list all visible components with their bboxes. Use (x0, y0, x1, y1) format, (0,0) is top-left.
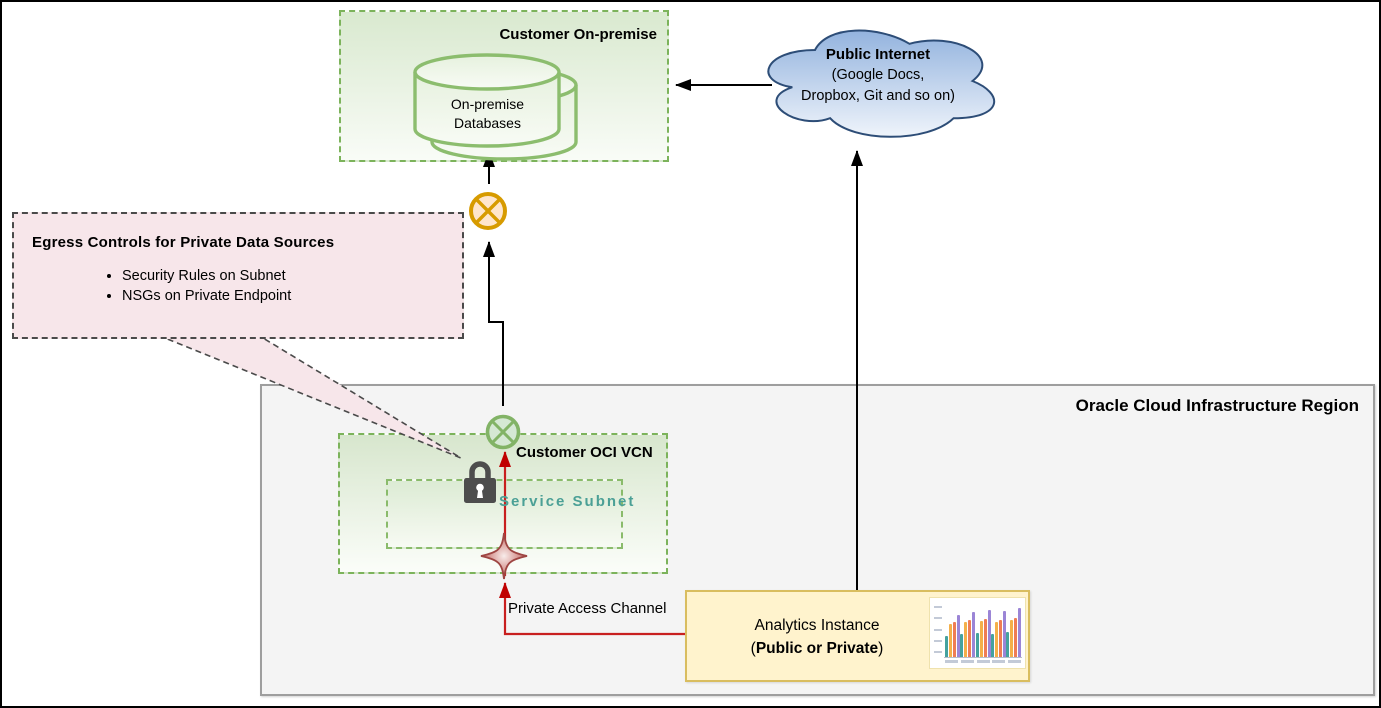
database-label: On-premise Databases (450, 96, 525, 131)
lock-icon (464, 461, 496, 503)
database-front-cylinder (413, 53, 561, 148)
oci-region-title: Oracle Cloud Infrastructure Region (1075, 396, 1359, 415)
vcn-to-egress-arrow (483, 241, 504, 406)
customer-on-premise-title: Customer On-premise (499, 26, 657, 43)
egress-controls-list: Security Rules on Subnet NSGs on Private… (32, 266, 444, 306)
private-endpoint-star-icon (480, 532, 528, 580)
database-icon (413, 53, 578, 161)
public-internet-cloud-shape (767, 29, 996, 138)
egress-controls-callout: Egress Controls for Private Data Sources… (12, 212, 464, 339)
private-access-channel-label: Private Access Channel (508, 600, 667, 617)
chart-y-axis (933, 604, 944, 663)
analytics-subtitle-bold: Public or Private (755, 640, 879, 657)
analytics-subtitle: (Public or Private) (750, 640, 884, 657)
egress-controls-title: Egress Controls for Private Data Sources (32, 234, 335, 251)
public-internet-title: Public Internet (825, 46, 931, 63)
vcn-gateway-icon (485, 414, 521, 450)
callout-pointer-tail (164, 337, 462, 459)
bar-chart-thumbnail (929, 597, 1026, 669)
analytics-title: Analytics Instance (754, 617, 880, 634)
public-internet-label: Public Internet (Google Docs, Dropbox, G… (767, 44, 989, 107)
chart-bars (944, 604, 1022, 658)
egress-blocked-icon (469, 192, 507, 230)
egress-controls-bullet: Security Rules on Subnet (122, 266, 444, 286)
service-subnet-title: Service Subnet (499, 493, 636, 510)
customer-oci-vcn-title: Customer OCI VCN (516, 444, 653, 461)
analytics-instance-label: Analytics Instance (Public or Private) (697, 614, 937, 660)
analytics-instance-box: Analytics Instance (Public or Private) (685, 590, 1030, 682)
egress-controls-bullet: NSGs on Private Endpoint (122, 286, 444, 306)
chart-x-axis (944, 658, 1022, 663)
private-access-channel-arrow-lower (499, 582, 685, 636)
